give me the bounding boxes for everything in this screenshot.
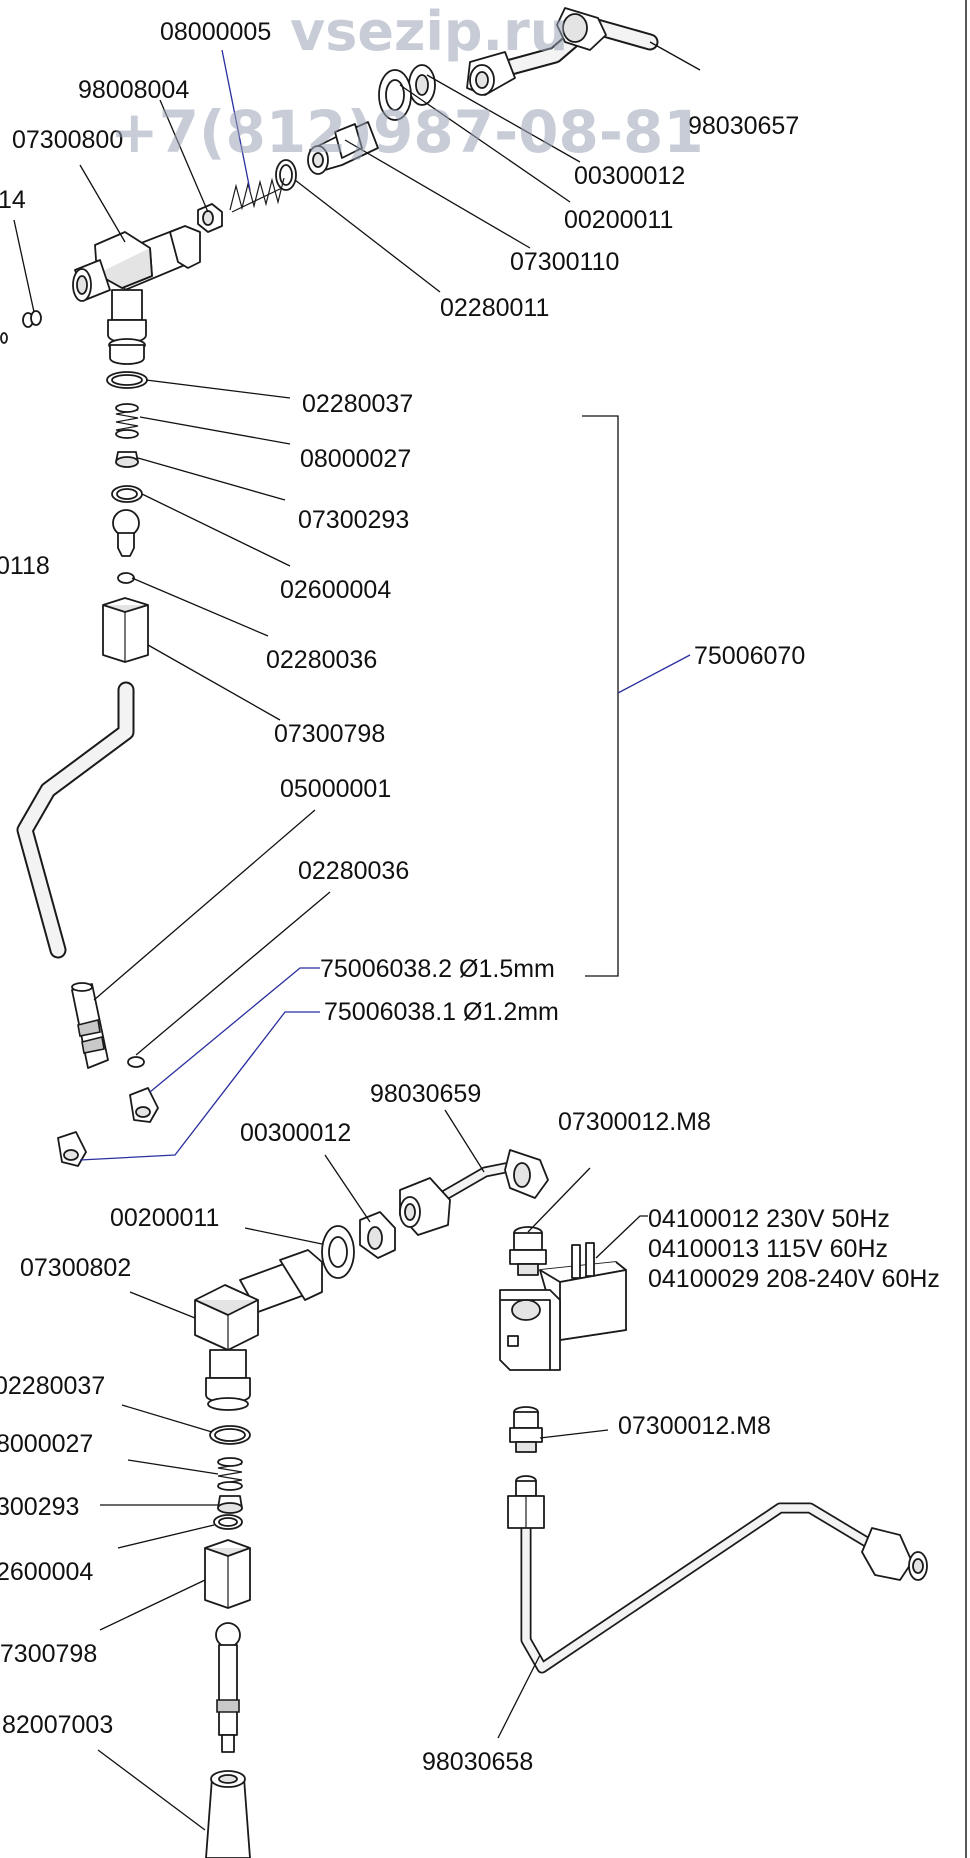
label-98030658: 98030658 [422, 1748, 533, 1776]
label-08000027-top: 08000027 [300, 445, 411, 473]
nozzle-82007003 [205, 1770, 251, 1858]
label-00300012-bottom: 00300012 [240, 1119, 351, 1147]
washer-02600004-top [111, 485, 143, 503]
fitting-07300012-m8-top [509, 1226, 547, 1276]
o-ring-02280036-mid [127, 1056, 145, 1068]
label-75006038-2: 75006038.2 Ø1.5mm [320, 955, 555, 983]
o-ring-02280037-top [106, 371, 148, 389]
connector-05000001 [71, 982, 109, 1069]
watermark-phone: +7(812)987-08-81 [110, 98, 704, 166]
label-07300110: 07300110 [510, 248, 619, 276]
long-pipe-98030658 [507, 1475, 928, 1674]
bent-tube [16, 681, 135, 959]
washer-00300012-bottom [359, 1211, 396, 1259]
label-07300012-m8-top: 07300012.M8 [558, 1108, 711, 1136]
label-07300800: 07300800 [12, 126, 123, 154]
label-04100012: 04100012 230V 50Hz [648, 1205, 890, 1233]
label-14: 14 [0, 186, 26, 214]
seat-07300293-top [115, 451, 139, 468]
label-82007003: 82007003 [2, 1711, 113, 1739]
spring-08000027-top [115, 403, 139, 439]
o-ring-02280011 [275, 159, 297, 191]
nut-98008004 [197, 203, 223, 233]
washer-00300012-top [408, 64, 436, 106]
washer-02600004-bottom [213, 1514, 243, 1530]
jet-75006038-2 [129, 1087, 159, 1123]
hex-nut-07300798-bottom [204, 1539, 251, 1609]
label-07300802: 07300802 [20, 1254, 131, 1282]
label-02600004-top: 02600004 [280, 576, 391, 604]
assembly-bracket-75006070 [582, 415, 691, 977]
label-75006038-1: 75006038.1 Ø1.2mm [324, 998, 559, 1026]
label-02280036-top: 02280036 [266, 646, 377, 674]
elbow-pipe-98030659 [399, 1149, 549, 1236]
solenoid-valve-icon [499, 1242, 627, 1371]
fitting-07300012-m8-bottom [509, 1406, 543, 1453]
label-02280036-mid: 02280036 [298, 857, 409, 885]
label-0118: 0118 [0, 552, 50, 580]
leader-lines [13, 41, 701, 1831]
washer-00200011-bottom [321, 1225, 355, 1279]
label-07300798-top: 07300798 [274, 720, 385, 748]
spring-08000027-bottom [217, 1457, 243, 1491]
o-ring-02280037-bottom [209, 1425, 251, 1445]
label-00200011-top: 00200011 [564, 206, 673, 234]
washer-00200011-top [378, 69, 412, 121]
spring-08000005 [229, 177, 285, 213]
label-07300293-bottom: 300293 [0, 1493, 79, 1521]
jet-75006038-1 [57, 1131, 87, 1167]
ball-check-0118 [112, 509, 140, 557]
hex-nut-07300798-top [102, 597, 149, 663]
tee-fitting-07300800 [72, 225, 201, 365]
label-08000027-bottom: 8000027 [0, 1430, 93, 1458]
label-98030657: 98030657 [688, 112, 799, 140]
washers-14 [0, 310, 42, 344]
label-98008004: 98008004 [78, 76, 189, 104]
label-02600004-bottom: 2600004 [0, 1558, 93, 1586]
label-02280037-top: 02280037 [302, 390, 413, 418]
nipple-07300110 [307, 121, 379, 175]
label-04100029: 04100029 208-240V 60Hz [648, 1265, 940, 1293]
watermark: vsezip.ru +7(812)987-08-81 [110, 0, 704, 166]
label-04100013: 04100013 115V 60Hz [648, 1235, 888, 1263]
label-07300798-bottom: 07300798 [0, 1640, 97, 1668]
part-labels: 08000005 98008004 07300800 14 98030657 0… [0, 18, 940, 1776]
valve-stem [215, 1622, 241, 1753]
label-07300012-m8-bottom: 07300012.M8 [618, 1412, 771, 1440]
label-98030659: 98030659 [370, 1080, 481, 1108]
label-02280011: 02280011 [440, 294, 549, 322]
label-75006070: 75006070 [694, 642, 805, 670]
label-00300012-top: 00300012 [574, 162, 685, 190]
pipe-98030657 [466, 7, 659, 96]
label-05000001: 05000001 [280, 775, 391, 803]
label-00200011-bottom: 00200011 [110, 1204, 219, 1232]
o-ring-02280036-top [117, 572, 135, 584]
watermark-site: vsezip.ru [290, 0, 568, 63]
label-08000005: 08000005 [160, 18, 271, 46]
label-07300293-top: 07300293 [298, 506, 409, 534]
seat-07300293-bottom [217, 1495, 243, 1514]
elbow-fitting-07300802 [194, 1249, 323, 1411]
label-02280037-bottom: 02280037 [0, 1372, 105, 1400]
